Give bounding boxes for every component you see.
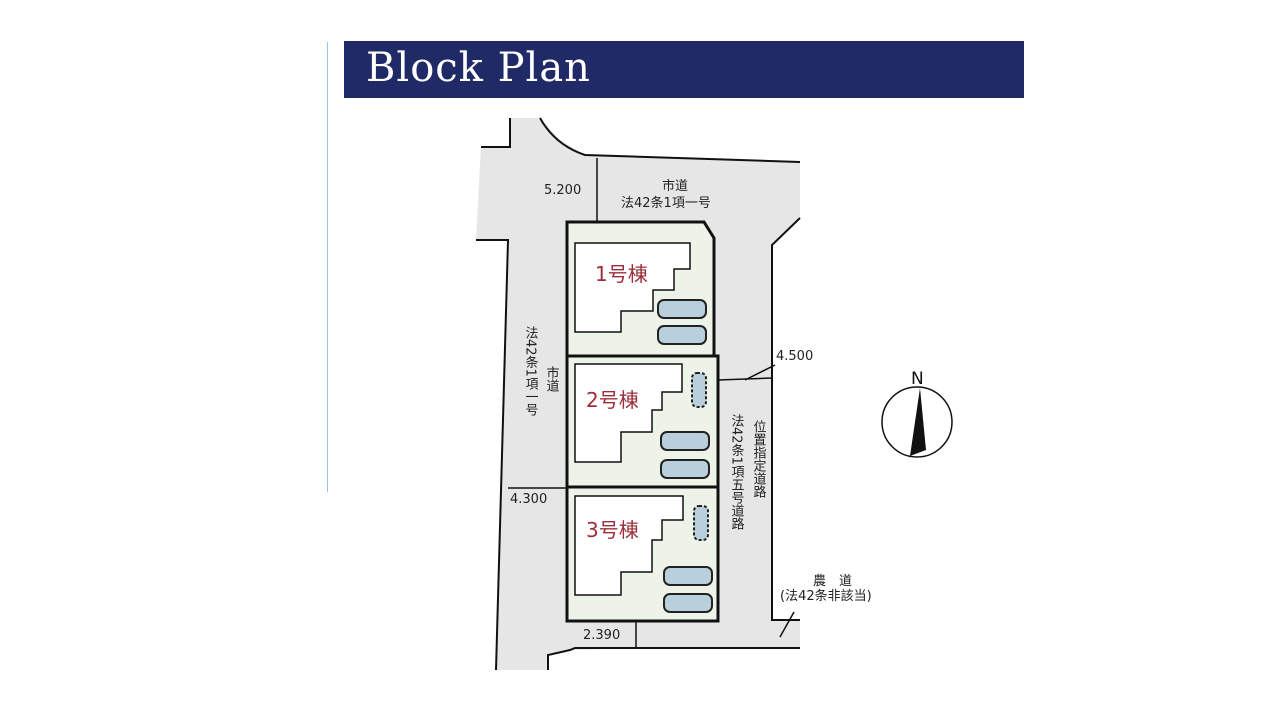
east-road-name: 位置指定道路 xyxy=(751,420,767,498)
lot-3: 3号棟 xyxy=(565,485,720,623)
north-compass: N xyxy=(881,369,953,458)
title-bar: Block Plan xyxy=(344,41,1024,98)
car-icon xyxy=(663,593,713,613)
lot-1-label: 1号棟 xyxy=(595,262,648,286)
compass-north-label: N xyxy=(911,369,924,389)
dimension-south: 2.390 xyxy=(583,628,620,643)
car-icon xyxy=(657,325,707,345)
north-road-class: 法42条1項一号 xyxy=(621,195,711,211)
car-icon xyxy=(657,299,707,319)
north-road-name: 市道 xyxy=(662,178,688,194)
dimension-west: 4.300 xyxy=(510,492,547,507)
dimension-lines xyxy=(508,158,795,648)
slide-divider-line xyxy=(327,42,328,492)
dimension-east: 4.500 xyxy=(776,349,813,364)
parking xyxy=(657,299,713,613)
page-title: Block Plan xyxy=(366,45,591,91)
lot-2-label: 2号棟 xyxy=(586,388,639,412)
car-icon xyxy=(660,459,710,479)
north-arrow-icon xyxy=(910,388,926,456)
dimension-north: 5.200 xyxy=(544,183,581,198)
car-icon xyxy=(660,431,710,451)
west-road-class: 法42条1項一号 xyxy=(523,326,539,416)
east-road-class: 法42条1項五号道路 xyxy=(729,414,745,530)
car-icon xyxy=(663,566,713,586)
lot-1: 1号棟 xyxy=(565,220,716,358)
south-road-name: 農 道 xyxy=(813,574,852,589)
car-icon-dashed xyxy=(691,372,707,408)
car-icon-dashed xyxy=(693,505,709,541)
west-road-name: 市道 xyxy=(544,365,560,392)
south-road-class: (法42条非該当) xyxy=(780,588,872,604)
lot-3-label: 3号棟 xyxy=(586,518,639,542)
